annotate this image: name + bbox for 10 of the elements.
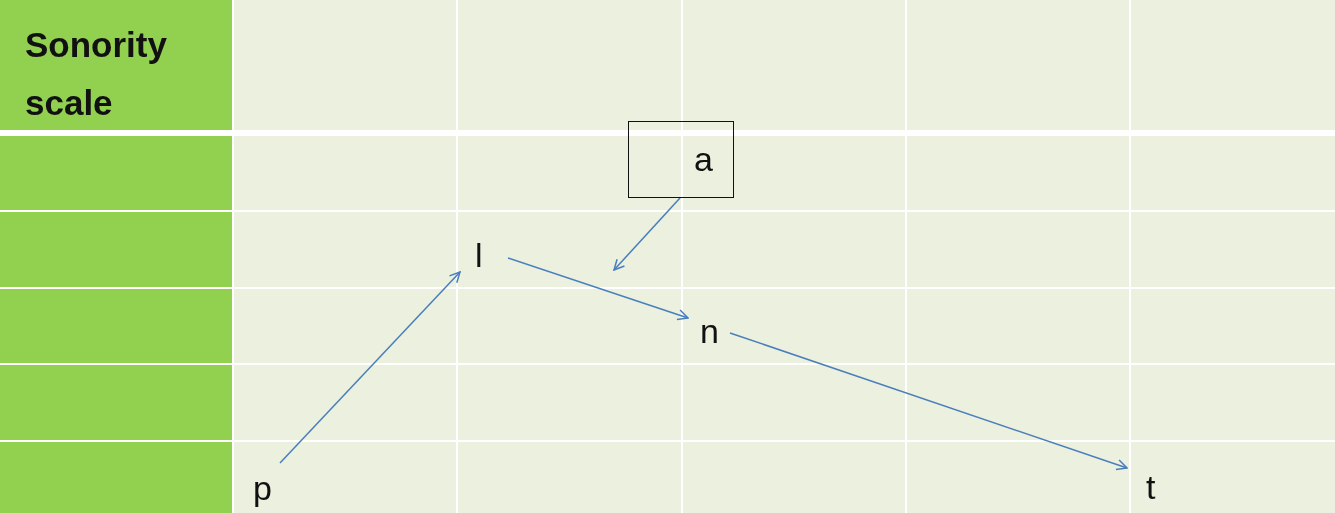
phoneme-label: p <box>250 462 280 505</box>
phoneme-label: n <box>688 312 730 350</box>
arrow <box>729 332 1128 471</box>
scale-heading: Sonority scale <box>25 24 168 124</box>
arrow <box>613 197 681 271</box>
arrow <box>507 257 689 321</box>
arrow <box>279 271 461 464</box>
phoneme-label: t <box>1127 460 1171 506</box>
letter-box: a <box>628 121 734 198</box>
phoneme-label: l <box>460 238 508 274</box>
